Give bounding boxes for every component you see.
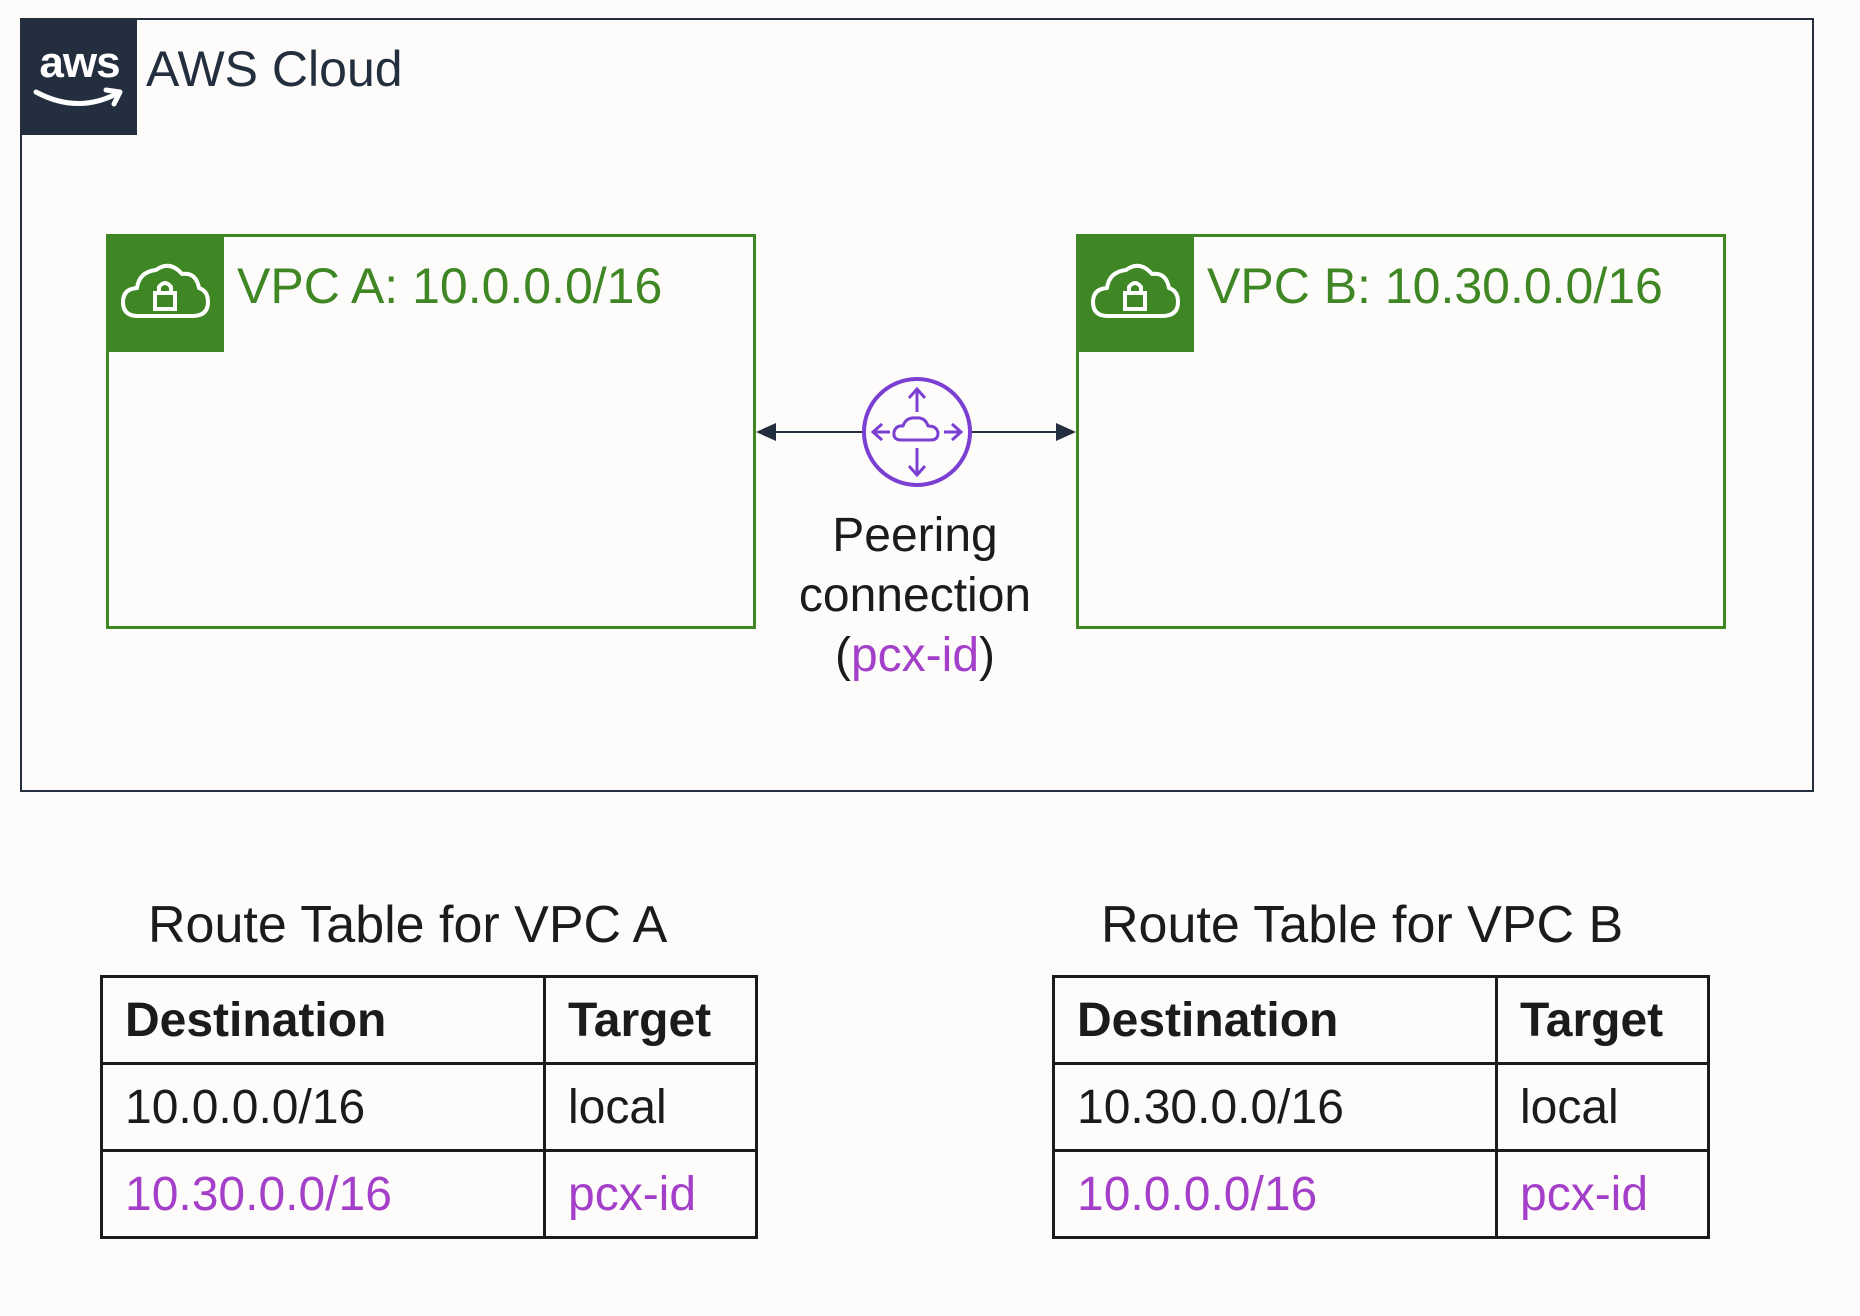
route-table-a-title: Route Table for VPC A (148, 896, 668, 954)
aws-smile-icon (33, 87, 123, 107)
vpc-a-label: VPC A: 10.0.0.0/16 (237, 258, 663, 314)
table-row: 10.0.0.0/16 local (100, 1062, 758, 1152)
column-header-destination: Destination (1052, 975, 1498, 1065)
cell-target: local (543, 1062, 758, 1152)
peering-label-line3: (pcx-id) (765, 626, 1065, 686)
arrow-head-left (756, 423, 776, 441)
table-header-row: Destination Target (100, 975, 758, 1065)
peering-id: pcx-id (850, 629, 980, 682)
table-row: 10.0.0.0/16 pcx-id (1052, 1149, 1710, 1239)
cell-destination: 10.0.0.0/16 (1052, 1149, 1498, 1239)
cell-destination: 10.30.0.0/16 (1052, 1062, 1498, 1152)
table-row: 10.30.0.0/16 pcx-id (100, 1149, 758, 1239)
cell-target: local (1495, 1062, 1710, 1152)
aws-logo: aws (22, 20, 137, 135)
vpc-a-box: VPC A: 10.0.0.0/16 (106, 234, 756, 629)
route-table-b: Destination Target 10.30.0.0/16 local 10… (1052, 975, 1710, 1239)
column-header-target: Target (543, 975, 758, 1065)
route-table-a: Destination Target 10.0.0.0/16 local 10.… (100, 975, 758, 1239)
cell-destination: 10.30.0.0/16 (100, 1149, 546, 1239)
peering-label-line1: Peering (832, 509, 998, 562)
close-paren: ) (979, 629, 995, 682)
column-header-destination: Destination (100, 975, 546, 1065)
column-header-target: Target (1495, 975, 1710, 1065)
vpc-b-box: VPC B: 10.30.0.0/16 (1076, 234, 1726, 629)
peering-label-line2: connection (798, 569, 1032, 622)
vpc-b-label: VPC B: 10.30.0.0/16 (1207, 258, 1663, 314)
aws-cloud-group: aws AWS Cloud (20, 18, 1814, 792)
cloud-lock-icon (121, 263, 210, 318)
table-row: 10.30.0.0/16 local (1052, 1062, 1710, 1152)
cloud-lock-icon (1091, 263, 1180, 318)
aws-cloud-label: AWS Cloud (146, 41, 403, 97)
vpc-a-icon-box (106, 234, 224, 352)
vpc-b-icon-box (1076, 234, 1194, 352)
table-header-row: Destination Target (1052, 975, 1710, 1065)
arrow-head-right (1056, 423, 1076, 441)
peering-connection-icon (862, 377, 972, 487)
open-paren: ( (834, 629, 851, 682)
cell-destination: 10.0.0.0/16 (100, 1062, 546, 1152)
cell-target: pcx-id (543, 1149, 758, 1239)
aws-logo-text: aws (39, 38, 120, 87)
route-table-b-title: Route Table for VPC B (1101, 896, 1624, 954)
peering-connection-label: Peering connection (pcx-id) (765, 506, 1065, 686)
cell-target: pcx-id (1495, 1149, 1710, 1239)
